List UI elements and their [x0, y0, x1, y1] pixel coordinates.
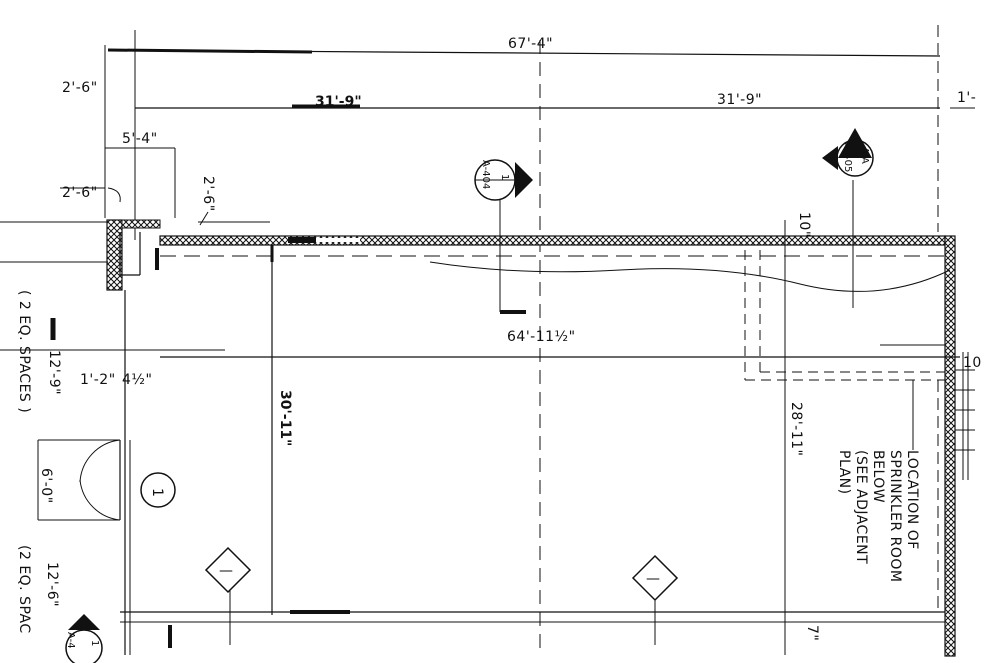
notes: ( 2 EQ. SPACES ) (2 EQ. SPAC LOCATION OF…: [16, 290, 920, 634]
top-dimension-lines: [60, 25, 975, 655]
right-offset-dim: 10": [796, 212, 812, 238]
bottom-reference-tag: 1 A-4: [65, 614, 103, 663]
sprinkler-note-line-1: LOCATION OF: [904, 450, 920, 550]
right-bay-dim: 31'-9": [717, 92, 762, 108]
exterior-wall: [106, 219, 956, 657]
small-dim-a: 1'-2": [80, 372, 116, 388]
parking-note-1: ( 2 EQ. SPACES ): [16, 290, 32, 413]
parking-depth-2: 12'-6": [44, 562, 60, 607]
section-ref-sheet: A-405: [842, 143, 853, 172]
bottom-ref-number: 1: [89, 640, 100, 646]
elevation-ref-number: 1: [499, 174, 510, 180]
finish-tag-right-label: —: [646, 571, 661, 587]
corner-offset-dim: 2'-6": [62, 185, 98, 201]
interior-depth-dim: 30'-11": [277, 390, 293, 446]
overall-width-dim: 67'-4": [508, 36, 553, 52]
section-ref-number: A-A: [859, 147, 870, 164]
sprinkler-note: LOCATION OF SPRINKLER ROOM BELOW (SEE AD…: [836, 450, 920, 583]
elevation-ref-sheet: A-404: [480, 160, 491, 189]
wall-offset-dim: 2'-6": [200, 176, 216, 212]
stair-width-dim: 5'-4": [122, 131, 158, 147]
dimension-labels: 67'-4" 31'-9" 31'-9" 1'- 2'-6" 5'-4" 2'-…: [38, 36, 982, 641]
room-tag: 1: [140, 472, 176, 508]
sprinkler-note-line-5: PLAN): [836, 450, 852, 495]
right-edge-dim: 1'-: [957, 90, 976, 106]
parking-note-2: (2 EQ. SPAC: [16, 545, 32, 634]
finish-tag-right: —: [631, 554, 679, 602]
small-dim-b: 4½": [122, 372, 152, 388]
room-tag-number: 1: [149, 488, 165, 497]
parking-depth-1: 12'-9": [46, 350, 62, 395]
finish-tag-left-label: —: [219, 563, 234, 579]
far-right-cut: 10: [963, 355, 982, 371]
sprinkler-note-line-2: SPRINKLER ROOM: [887, 450, 903, 583]
door-width-dim: 6'-0": [38, 468, 54, 504]
elevation-reference-tag: 1 A-404: [474, 159, 533, 201]
bottom-right-dim: 7": [804, 625, 820, 641]
right-depth-dim: 28'-11": [788, 402, 804, 456]
interior-lines: [0, 180, 975, 655]
top-setback-dim: 2'-6": [62, 80, 98, 96]
bottom-ref-sheet: A-4: [65, 632, 76, 649]
sprinkler-note-line-4: (SEE ADJACENT: [853, 450, 869, 564]
inner-span-dim: 64'-11½": [507, 329, 576, 345]
left-bay-dim: 31'-9": [315, 94, 362, 110]
section-reference-tag: A-A A-405: [822, 128, 874, 177]
sprinkler-note-line-3: BELOW: [870, 450, 886, 503]
finish-tag-left: —: [204, 546, 252, 594]
